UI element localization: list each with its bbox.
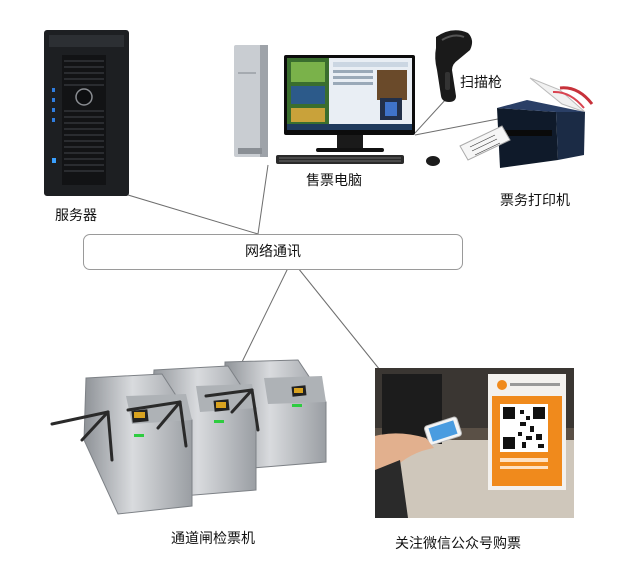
- pc-scanner-link: [414, 97, 448, 134]
- turnstile-label: 通道闸检票机: [171, 531, 255, 547]
- scanner-label: 扫描枪: [460, 75, 502, 91]
- pc-printer-link: [414, 117, 504, 136]
- pc-tower-icon: [234, 45, 268, 157]
- printer-label: 票务打印机: [500, 193, 570, 209]
- server-label: 服务器: [55, 208, 97, 224]
- qr-code-icon: [488, 374, 566, 490]
- pc-link: [257, 164, 269, 235]
- phone-icon: [424, 416, 462, 446]
- wechat-link: [297, 267, 381, 371]
- network-box: 网络通讯: [83, 234, 463, 270]
- wechat-label: 关注微信公众号购票: [395, 536, 521, 552]
- turnstile-link: [241, 267, 289, 363]
- keyboard-icon: [276, 155, 404, 164]
- mouse-icon: [426, 156, 440, 166]
- pc-label: 售票电脑: [306, 173, 362, 189]
- monitor-icon: [284, 55, 415, 152]
- network-label: 网络通讯: [245, 244, 301, 260]
- server-link: [117, 191, 259, 235]
